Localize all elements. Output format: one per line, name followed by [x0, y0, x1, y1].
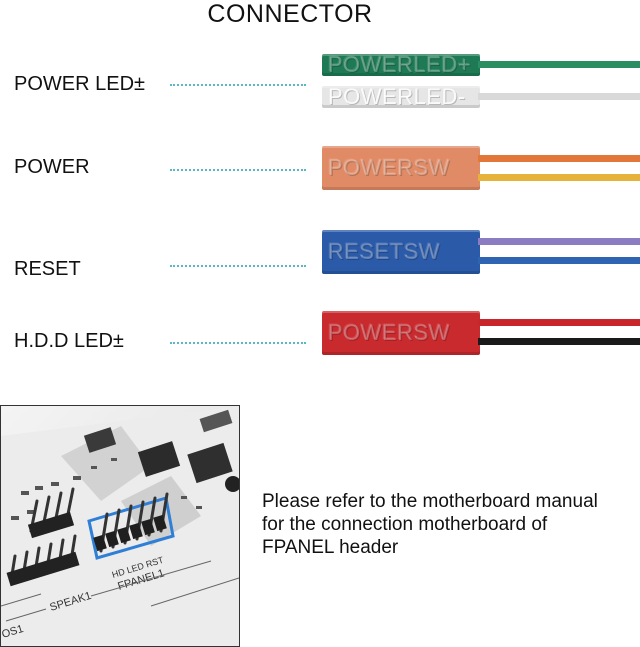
leader-power: [170, 169, 306, 171]
housing-text: POWERSW: [328, 320, 451, 345]
label-hdd-led: H.D.D LED±: [14, 330, 124, 352]
instruction-note: Please refer to the motherboard manual f…: [262, 491, 598, 558]
housing-text: POWERLED-: [328, 84, 466, 109]
leader-hdd-led: [170, 342, 306, 344]
wire-power-2: [478, 174, 640, 181]
label-power: POWER: [14, 156, 90, 178]
housing-power-sw: POWERSW: [322, 146, 480, 190]
wire-power-1: [478, 155, 640, 162]
diagram-title: CONNECTOR: [207, 0, 373, 28]
housing-text: POWERLED+: [328, 52, 472, 77]
wire-power-led-minus: [478, 93, 640, 100]
housing-text: RESETSW: [328, 239, 441, 264]
leader-power-led: [170, 84, 306, 86]
leader-reset: [170, 265, 306, 267]
motherboard-photo: HD LED RST FPANEL1 SPEAK1 OS1: [0, 405, 240, 647]
wire-reset-1: [478, 238, 640, 245]
housing-reset-sw: RESETSW: [322, 230, 480, 274]
housing-power-led-minus: POWERLED-: [322, 84, 480, 109]
wire-reset-2: [478, 257, 640, 264]
label-reset: RESET: [14, 258, 81, 280]
wire-hdd-1: [478, 319, 640, 326]
housing-text: POWERSW: [328, 155, 451, 180]
motherboard-illustration: HD LED RST FPANEL1 SPEAK1 OS1: [1, 406, 239, 646]
housing-hdd-led: POWERSW: [322, 311, 480, 355]
wire-power-led-plus: [478, 61, 640, 68]
housing-power-led-plus: POWERLED+: [322, 52, 480, 77]
label-power-led: POWER LED±: [14, 73, 145, 95]
wire-hdd-2: [478, 338, 640, 345]
